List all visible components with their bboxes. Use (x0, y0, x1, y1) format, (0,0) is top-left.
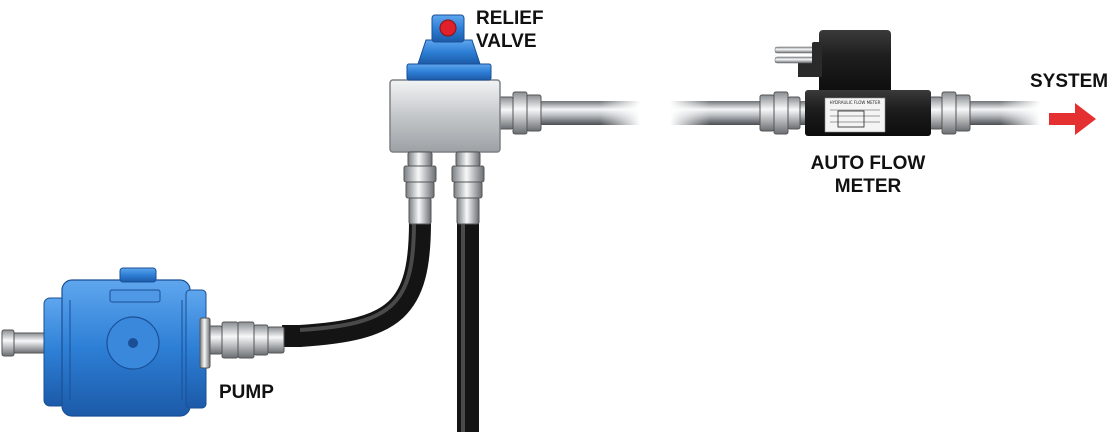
valve-manifold-block (389, 79, 501, 153)
relief-valve-icon (406, 14, 492, 81)
pressure-hose (282, 221, 431, 347)
relief-valve-label: RELIEF VALVE (476, 8, 544, 52)
valve-port-fittings (403, 151, 485, 225)
meter-nameplate: HYDRAULIC FLOW METER (824, 97, 886, 133)
pump-shaft (1, 329, 45, 357)
return-hose (457, 222, 479, 432)
flow-meter-icon: HYDRAULIC FLOW METER (774, 30, 931, 136)
meter-outlet-fitting (929, 91, 971, 135)
hydraulic-pump-icon (1, 267, 211, 417)
valve-outlet-fitting (498, 91, 542, 135)
pump-label: PUMP (219, 382, 274, 403)
relief-valve-knob (439, 19, 457, 37)
pump-outlet-fitting (207, 321, 285, 359)
auto-flow-meter-label: AUTO FLOW METER (810, 153, 926, 197)
meter-inlet-fitting (759, 91, 801, 135)
meter-plate-text: HYDRAULIC FLOW METER (830, 100, 881, 105)
system-label: SYSTEM (1030, 71, 1109, 92)
arrow-right-icon (1049, 103, 1096, 135)
